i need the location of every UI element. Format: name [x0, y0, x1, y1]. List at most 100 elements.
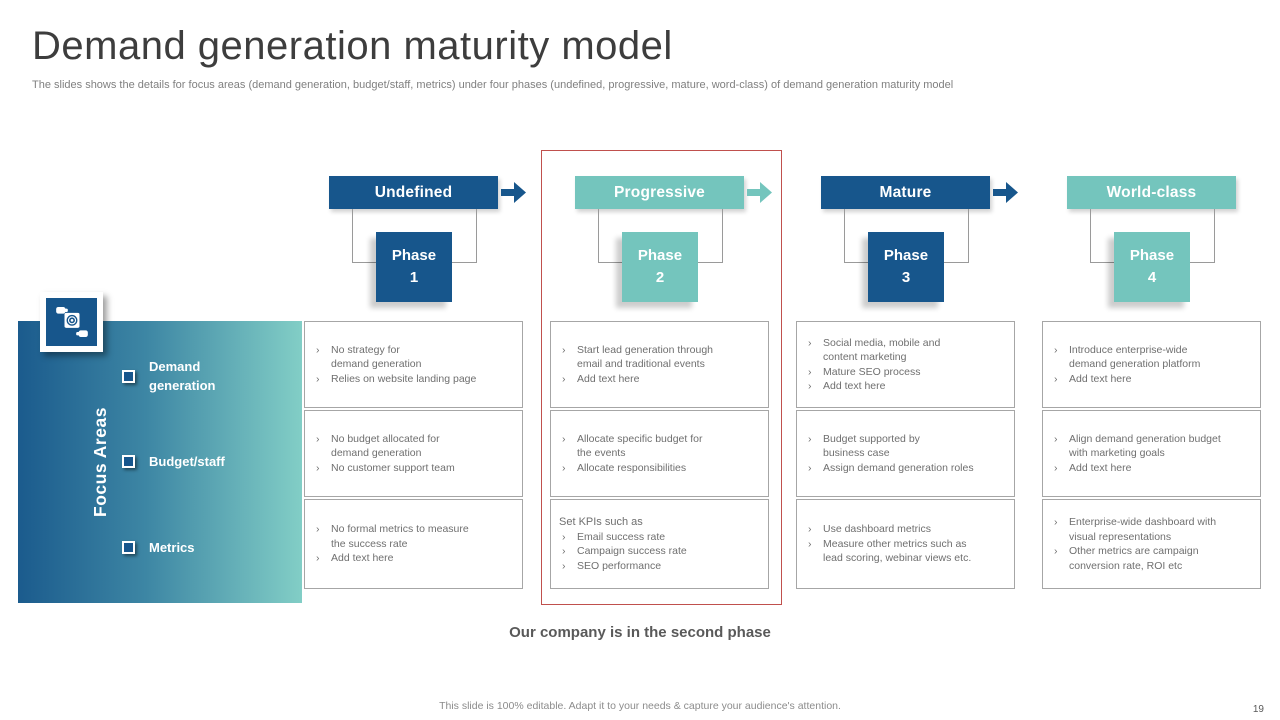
phase-column-undefined: Undefined Phase 1 › No strategy for deman… [304, 150, 526, 589]
bullet-text: Relies on website landing page [331, 372, 477, 385]
bullet-text: Add text here [1069, 461, 1132, 474]
cell-metrics: › Enterprise-wide dashboard with visual r… [1042, 499, 1261, 589]
bullet-item: › Add text here [803, 379, 1008, 394]
focus-item-demand-generation: Demand generation [122, 357, 267, 395]
cell-intro-text: Set KPIs such as [559, 515, 643, 528]
focus-item-label: Metrics [149, 540, 195, 555]
conclusion-text: Our company is in the second phase [509, 624, 771, 641]
focus-areas-sidebar: Focus Areas Demand generation Budget/sta… [18, 321, 302, 603]
connector-line [722, 209, 723, 263]
chevron-bullet-icon: › [562, 559, 566, 572]
focus-item-label: Budget/staff [149, 454, 225, 469]
phase-header: Mature Phase 3 [796, 150, 1018, 321]
bullet-item: ›No budget allocated for demand generati… [311, 432, 516, 461]
phase-number: 4 [1147, 269, 1157, 286]
phase-box: Phase 4 [1114, 232, 1190, 302]
phase-header: Progressive Phase 2 [550, 150, 772, 321]
bullet-text: SEO performance [577, 559, 662, 572]
cell-metrics: › Use dashboard metrics ›Measure other me… [796, 499, 1015, 589]
chevron-bullet-icon: › [316, 432, 320, 445]
bullet-text: Start lead generation through email and … [577, 343, 714, 371]
focus-areas-label: Focus Areas [90, 407, 110, 517]
bullet-text: Add text here [823, 380, 886, 392]
arrow-right-icon [993, 182, 1018, 203]
bullet-item: ›Add text here [1049, 372, 1254, 387]
cell-metrics: Set KPIs such as › Email success rate ›Ca… [550, 499, 769, 589]
phase-word: Phase [637, 247, 683, 264]
stage-banner: Progressive [575, 176, 744, 209]
chevron-bullet-icon: › [808, 365, 812, 378]
phase-header: Undefined Phase 1 [304, 150, 526, 321]
bullet-item: › Relies on website landing page [311, 372, 516, 387]
phases-grid: Undefined Phase 1 › No strategy for deman… [304, 150, 1261, 589]
phase-box: Phase 3 [868, 232, 944, 302]
connector-line [452, 262, 477, 263]
chevron-bullet-icon: › [1054, 545, 1058, 557]
bullet-text: Introduce enterprise-wide demand generat… [1069, 343, 1201, 371]
phase-word: Phase [883, 247, 929, 264]
phase-header: World-class Phase 4 [1042, 150, 1261, 321]
phase-number: 1 [409, 269, 419, 286]
cell-budget-staff: ›No budget allocated for demand generati… [304, 410, 523, 497]
stage-banner: World-class [1067, 176, 1236, 209]
bullet-text: Align demand generation budget with mark… [1069, 432, 1221, 460]
chevron-bullet-icon: › [316, 372, 320, 385]
bullet-text: Allocate responsibilities [577, 461, 687, 474]
chevron-bullet-icon: › [808, 523, 812, 536]
connector-line [1214, 209, 1215, 263]
bullet-item: ›Assign demand generation roles [803, 461, 1008, 476]
arrow-right-icon [501, 182, 526, 203]
connector-line [844, 209, 845, 263]
connector-line [968, 209, 969, 263]
phase-number: 2 [655, 269, 665, 286]
chevron-bullet-icon: › [808, 537, 812, 550]
cell-demand-generation: › No strategy for demand generation › Reli… [304, 321, 523, 408]
bullet-text: Other metrics are campaign conversion ra… [1069, 545, 1199, 572]
bullet-text: No strategy for demand generation [331, 343, 422, 371]
bullet-item: › Mature SEO process [803, 365, 1008, 380]
connector-line [1090, 262, 1114, 263]
focus-areas-badge [40, 292, 103, 352]
bullet-item: › Start lead generation through email and… [557, 343, 762, 372]
cell-demand-generation: ›Social media, mobile and content market… [796, 321, 1015, 408]
page-title: Demand generation maturity model [32, 24, 673, 68]
phase-column-mature: Mature Phase 3 ›Social media, mobile and… [796, 150, 1018, 589]
phase-number: 3 [901, 269, 911, 286]
hands-framing-target-icon [46, 298, 97, 346]
connector-line [476, 209, 477, 263]
stage-banner: Undefined [329, 176, 498, 209]
chevron-bullet-icon: › [808, 380, 812, 392]
chevron-bullet-icon: › [316, 461, 320, 474]
connector-line [1090, 209, 1091, 263]
bullet-text: Use dashboard metrics [823, 523, 931, 536]
page-subtitle: The slides shows the details for focus a… [32, 79, 954, 91]
connector-line [944, 262, 969, 263]
connector-line [598, 209, 599, 263]
connector-line [598, 262, 622, 263]
connector-line [1190, 262, 1215, 263]
bullet-text: No customer support team [331, 461, 455, 474]
checkbox-icon [122, 541, 135, 554]
bullet-item: ›Measure other metrics such as lead scor… [803, 537, 1008, 566]
bullet-text: Add text here [331, 552, 394, 565]
bullet-item: ›Align demand generation budget with mar… [1049, 432, 1254, 461]
phase-column-world-class: World-class Phase 4 ›Introduce enterpris… [1042, 150, 1261, 589]
bullet-text: Enterprise-wide dashboard with visual re… [1069, 516, 1217, 543]
bullet-text: Budget supported by business case [823, 432, 920, 460]
bullet-item: ›Introduce enterprise-wide demand genera… [1049, 343, 1254, 372]
chevron-bullet-icon: › [562, 343, 566, 356]
focus-item-budget-staff: Budget/staff [122, 452, 267, 471]
cell-budget-staff: › Align demand generation budget with mar… [1042, 410, 1261, 497]
chevron-bullet-icon: › [562, 530, 566, 543]
bullet-item: ›Campaign success rate [557, 544, 762, 559]
bullet-item: › No strategy for demand generation [311, 343, 516, 372]
connector-line [352, 262, 376, 263]
bullet-text: Email success rate [577, 530, 666, 543]
focus-item-label: Demand generation [149, 359, 216, 393]
bullet-item: ›Add text here [557, 372, 762, 387]
chevron-bullet-icon: › [808, 336, 812, 349]
chevron-bullet-icon: › [316, 343, 320, 356]
chevron-bullet-icon: › [1054, 461, 1058, 474]
phase-box: Phase 2 [622, 232, 698, 302]
bullet-text: Mature SEO process [823, 365, 921, 378]
